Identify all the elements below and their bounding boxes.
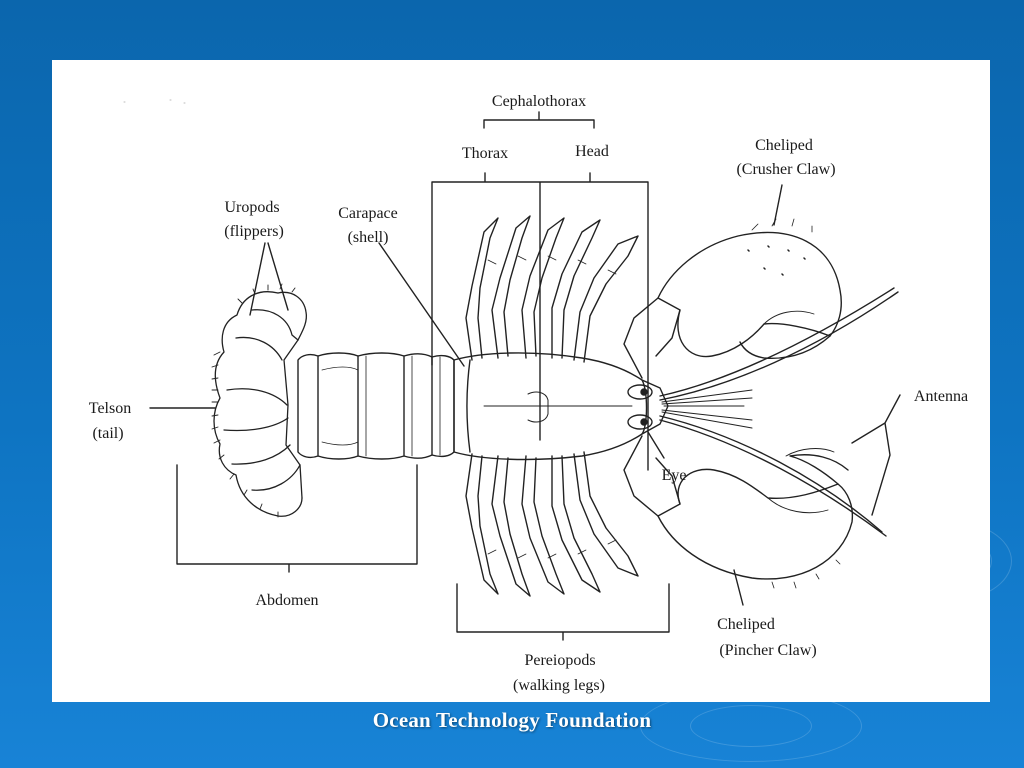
carapace — [453, 352, 669, 461]
label-cheliped-pincher: Cheliped — [717, 616, 775, 633]
label-cheliped-crusher: Cheliped — [755, 137, 813, 154]
label-pereiopods: Pereiopods — [524, 652, 595, 669]
lobster-anatomy-diagram: Cephalothorax Thorax Head Cheliped (Crus… — [89, 93, 968, 694]
walking-legs-top — [465, 215, 639, 363]
label-antenna: Antenna — [914, 388, 968, 405]
diagram-panel: Cephalothorax Thorax Head Cheliped (Crus… — [52, 60, 990, 702]
label-telson-sub: (tail) — [92, 425, 123, 442]
label-thorax: Thorax — [462, 145, 508, 162]
antennae — [659, 287, 899, 537]
water-ripple-decoration — [690, 705, 812, 747]
label-pereiopods-sub: (walking legs) — [513, 677, 605, 694]
label-cephalothorax: Cephalothorax — [492, 93, 586, 110]
label-telson: Telson — [89, 400, 131, 417]
label-cheliped-crusher-sub: (Crusher Claw) — [736, 161, 835, 178]
label-carapace: Carapace — [338, 205, 398, 222]
footer-caption: Ocean Technology Foundation — [372, 708, 652, 732]
eye-icons — [627, 384, 653, 430]
label-eye: Eye — [662, 467, 687, 484]
label-head: Head — [575, 143, 609, 160]
label-uropods: Uropods — [224, 199, 279, 216]
walking-legs-bottom — [465, 451, 639, 597]
tail-fan — [211, 283, 308, 518]
label-abdomen: Abdomen — [255, 592, 318, 609]
pincher-claw — [623, 435, 854, 589]
abdomen-segments — [297, 352, 455, 460]
label-cheliped-pincher-sub: (Pincher Claw) — [719, 642, 816, 659]
label-carapace-sub: (shell) — [348, 229, 389, 246]
crusher-claw — [623, 218, 842, 379]
label-uropods-sub: (flippers) — [224, 223, 284, 240]
